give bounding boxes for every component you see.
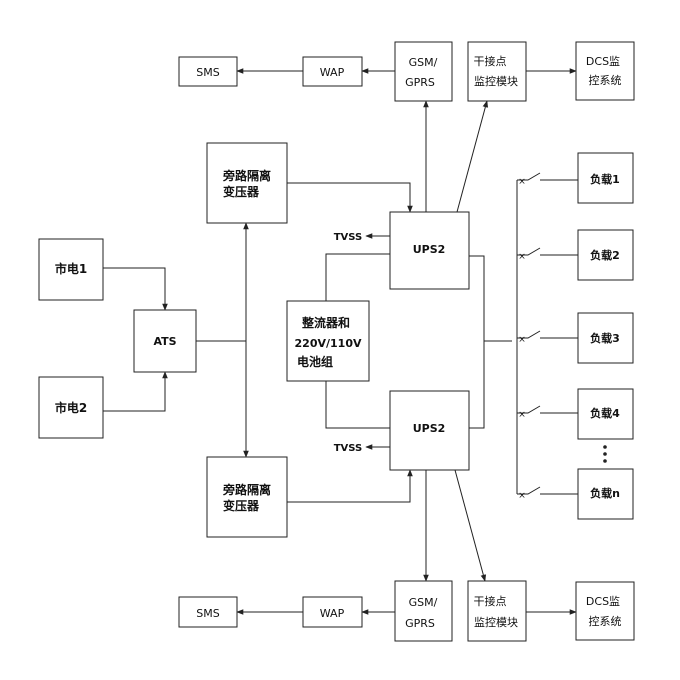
block-rectifier: 整流器和 220V/110V 电池组 xyxy=(286,300,370,382)
block-dry-bottom-line1: 干接点 xyxy=(474,595,507,608)
block-rectifier-line1: 整流器和 xyxy=(301,315,350,330)
block-gsm-top: GSM/ GPRS xyxy=(394,41,453,102)
line-ups-top-dry xyxy=(456,100,489,213)
block-wap-bottom: WAP xyxy=(302,596,363,628)
block-gsm-bottom-line1: GSM/ xyxy=(409,596,438,609)
tvss-bottom-label: TVSS xyxy=(334,443,363,454)
load-2: × 负载2 xyxy=(517,229,634,281)
load-2-switch-mark: × xyxy=(518,252,526,262)
block-dry-bottom-line2: 监控模块 xyxy=(474,615,518,629)
block-bypass-bottom-line2: 变压器 xyxy=(223,498,260,513)
block-gsm-top-line2: GPRS xyxy=(405,76,435,89)
block-dcs-top: DCS监 控系统 xyxy=(575,41,635,101)
block-bypass-top: 旁路隔离 变压器 xyxy=(206,142,288,224)
block-rectifier-line2: 220V/110V xyxy=(295,337,362,350)
line-grid1-ats xyxy=(103,267,168,311)
block-grid2: 市电2 xyxy=(38,376,104,439)
block-gsm-top-line1: GSM/ xyxy=(409,56,438,69)
load-2-switch xyxy=(517,247,578,256)
block-dcs-top-line1: DCS监 xyxy=(586,55,620,68)
block-dcs-bottom: DCS监 控系统 xyxy=(575,581,635,641)
load-1-switch-mark: × xyxy=(518,177,526,187)
block-dry-top-line1: 干接点 xyxy=(474,55,507,68)
block-dcs-bottom-line1: DCS监 xyxy=(586,595,620,608)
tvss-top-label: TVSS xyxy=(334,232,363,243)
line-grid2-ats xyxy=(103,371,168,412)
line-bypass-top-ups xyxy=(287,182,413,213)
load-4-label: 负载4 xyxy=(590,406,620,420)
block-gsm-bottom: GSM/ GPRS xyxy=(394,580,453,642)
block-ats: ATS xyxy=(133,309,197,373)
load-n-switch-mark: × xyxy=(518,491,526,501)
line-ups-top-output xyxy=(469,255,485,341)
block-grid1: 市电1 xyxy=(38,238,104,301)
line-rectifier-ups-bottom xyxy=(325,381,390,429)
load-4-switch-mark: × xyxy=(518,410,526,420)
block-rectifier-line3: 电池组 xyxy=(297,354,333,369)
load-4: × 负载4 xyxy=(517,388,634,440)
line-bypass-bottom-ups xyxy=(287,469,413,503)
block-ups-top-label: UPS2 xyxy=(413,243,446,256)
load-3-switch-mark: × xyxy=(518,335,526,345)
block-sms-bottom: SMS xyxy=(178,596,238,628)
block-sms-top-label: SMS xyxy=(196,66,219,79)
block-dry-bottom: 干接点 监控模块 xyxy=(467,580,527,642)
line-rectifier-ups-top xyxy=(325,253,390,301)
block-wap-top: WAP xyxy=(302,56,363,87)
block-dry-top: 干接点 监控模块 xyxy=(467,41,527,102)
load-3-label: 负载3 xyxy=(590,331,620,345)
block-dcs-top-line2: 控系统 xyxy=(589,73,622,87)
block-gsm-bottom-line2: GPRS xyxy=(405,617,435,630)
line-ups-bottom-dry xyxy=(454,469,487,582)
line-ups-bottom-output xyxy=(469,341,485,429)
load-2-label: 负载2 xyxy=(590,248,620,262)
load-1: × 负载1 xyxy=(517,152,634,204)
load-ellipsis xyxy=(603,445,607,463)
block-wap-top-label: WAP xyxy=(320,66,345,79)
block-dcs-bottom-line2: 控系统 xyxy=(589,614,622,628)
load-n-switch xyxy=(517,486,578,495)
block-ups-top: UPS2 xyxy=(389,211,470,290)
block-bypass-top-line1: 旁路隔离 xyxy=(222,168,271,183)
block-bypass-top-line2: 变压器 xyxy=(223,184,260,199)
load-1-switch xyxy=(517,172,578,181)
block-grid2-label: 市电2 xyxy=(55,400,87,415)
load-n: × 负载n xyxy=(517,468,634,520)
block-dry-top-line2: 监控模块 xyxy=(474,74,518,88)
load-4-switch xyxy=(517,405,578,414)
block-sms-top: SMS xyxy=(178,56,238,87)
block-ups-bottom-label: UPS2 xyxy=(413,422,446,435)
block-ups-bottom: UPS2 xyxy=(389,390,470,471)
load-3-switch xyxy=(517,330,578,339)
load-n-label: 负载n xyxy=(590,486,620,500)
block-ats-label: ATS xyxy=(153,335,176,348)
block-sms-bottom-label: SMS xyxy=(196,607,219,620)
load-1-label: 负载1 xyxy=(590,172,620,186)
block-bypass-bottom: 旁路隔离 变压器 xyxy=(206,456,288,538)
block-wap-bottom-label: WAP xyxy=(320,607,345,620)
block-bypass-bottom-line1: 旁路隔离 xyxy=(222,482,271,497)
connection-lines xyxy=(103,68,577,615)
load-3: × 负载3 xyxy=(517,312,634,364)
block-grid1-label: 市电1 xyxy=(55,261,87,276)
